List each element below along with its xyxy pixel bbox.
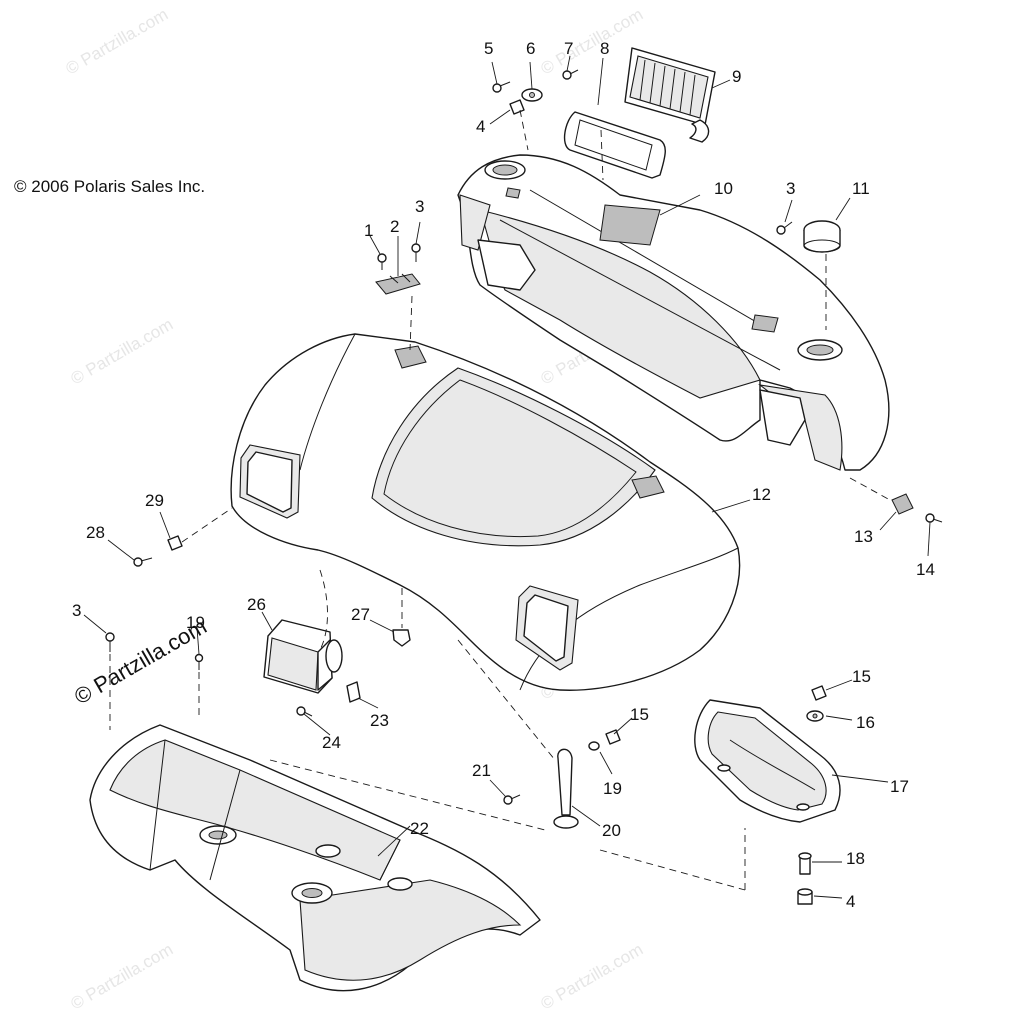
part-26-headlight <box>263 619 343 694</box>
callout-26: 26 <box>247 595 266 614</box>
part-23-bolt <box>346 681 361 703</box>
callout-1: 1 <box>364 221 373 240</box>
part-21-screw <box>503 794 521 805</box>
part-12-hood <box>230 333 741 691</box>
callout-12: 12 <box>752 485 771 504</box>
callout-15: 15 <box>852 667 871 686</box>
part-5-screw <box>492 81 511 93</box>
callout-18: 18 <box>846 849 865 868</box>
part-16-washer <box>806 710 824 722</box>
part-7-screw <box>562 69 579 80</box>
copyright-text: © 2006 Polaris Sales Inc. <box>14 177 205 196</box>
part-14-pin <box>925 513 943 523</box>
callout-22: 22 <box>410 819 429 838</box>
part-1-screw <box>377 253 387 270</box>
part-18-bolt <box>798 852 812 875</box>
watermark: © Partzilla.com <box>68 315 177 389</box>
callout-24: 24 <box>322 733 341 752</box>
callout-8: 8 <box>600 39 609 58</box>
callout-14: 14 <box>916 560 935 579</box>
callout-labels: 5 6 7 8 9 4 10 3 11 1 2 3 12 13 14 29 28… <box>72 39 935 911</box>
part-8-grille-seal <box>563 111 666 179</box>
callout-10: 10 <box>714 179 733 198</box>
part-19-washer-center <box>588 741 600 751</box>
part-9-grille <box>624 47 716 143</box>
callout-4: 4 <box>476 117 485 136</box>
part-22-skid-plate <box>89 724 541 992</box>
callout-3: 3 <box>415 197 424 216</box>
part-3-screw-right <box>776 221 793 235</box>
callout-27: 27 <box>351 605 370 624</box>
part-28-screw <box>133 557 153 567</box>
part-4-nut-right <box>797 888 813 905</box>
part-4-nut <box>509 99 525 115</box>
callout-9: 9 <box>732 67 741 86</box>
leader-lines <box>83 55 931 899</box>
part-13-clip <box>891 493 914 515</box>
part-2-latch-bracket <box>375 273 421 295</box>
watermark-prominent: © Partzilla.com <box>70 614 211 710</box>
part-3-screw <box>411 243 421 262</box>
part-11-cap <box>803 220 841 253</box>
watermark: © Partzilla.com <box>538 940 647 1014</box>
part-19-washer-left <box>194 653 204 670</box>
callout-13: 13 <box>854 527 873 546</box>
part-6-washer <box>521 88 543 102</box>
part-15-nut-right <box>811 685 827 701</box>
callout-28: 28 <box>86 523 105 542</box>
part-24-screw <box>296 706 313 717</box>
watermark: © Partzilla.com <box>68 940 177 1014</box>
dashed-assembly-lines <box>109 109 891 891</box>
callout-17: 17 <box>890 777 909 796</box>
callout-16: 16 <box>856 713 875 732</box>
watermark: © Partzilla.com <box>63 5 172 79</box>
part-20-strut <box>553 748 579 829</box>
callout-5: 5 <box>484 39 493 58</box>
callout-23: 23 <box>370 711 389 730</box>
callout-4: 4 <box>846 892 855 911</box>
part-10-front-fascia <box>457 154 890 471</box>
callout-3: 3 <box>786 179 795 198</box>
callout-3: 3 <box>72 601 81 620</box>
callout-2: 2 <box>390 217 399 236</box>
callout-19: 19 <box>186 613 205 632</box>
callout-6: 6 <box>526 39 535 58</box>
part-17-storage-bin <box>694 699 841 823</box>
callout-20: 20 <box>602 821 621 840</box>
callout-11: 11 <box>852 179 870 198</box>
callout-21: 21 <box>472 761 491 780</box>
part-15-nut-center <box>605 729 621 745</box>
callout-19: 19 <box>603 779 622 798</box>
part-29-nut <box>167 535 183 551</box>
part-27-clip <box>392 629 411 647</box>
callout-7: 7 <box>564 39 573 58</box>
callout-29: 29 <box>145 491 164 510</box>
callout-15: 15 <box>630 705 649 724</box>
part-3-screw-left <box>105 632 115 652</box>
